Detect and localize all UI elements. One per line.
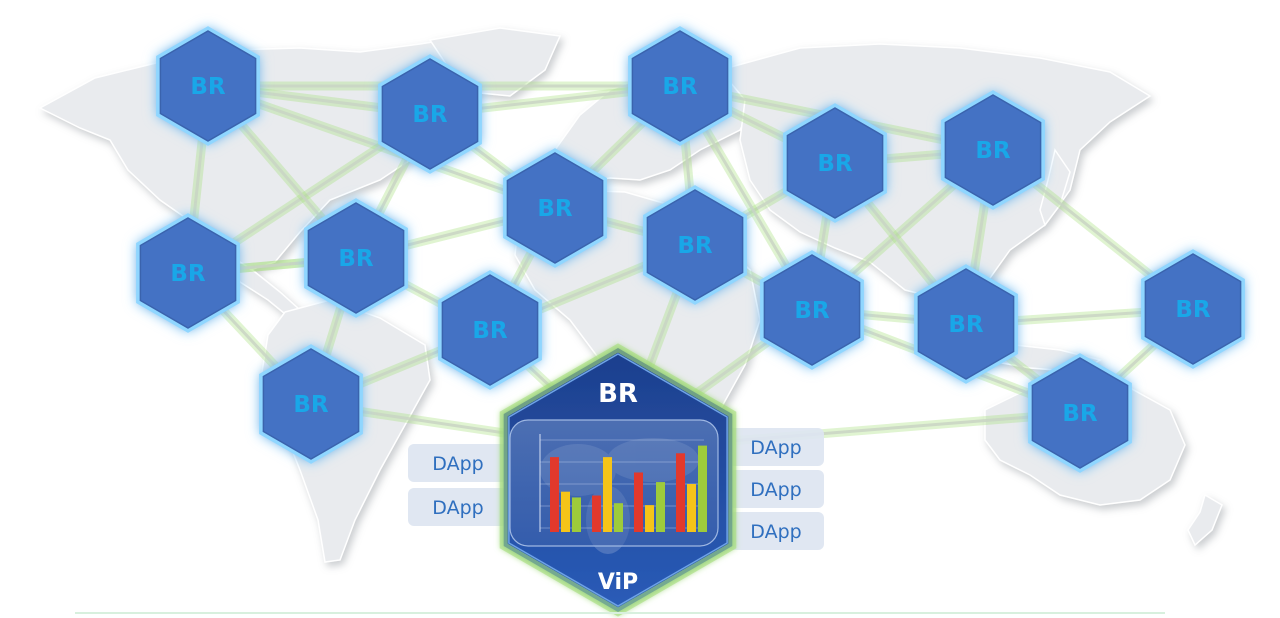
br-node-label: BR <box>412 102 448 128</box>
br-node-hexagon-face <box>1144 253 1242 365</box>
br-node-label: BR <box>817 151 853 177</box>
br-node-hexagon-face <box>1031 357 1129 469</box>
br-node: BR <box>1141 249 1245 369</box>
br-node-label: BR <box>190 74 226 100</box>
br-node: BR <box>643 185 747 305</box>
dapp-box: DApp <box>408 444 508 482</box>
br-node: BR <box>378 54 482 174</box>
br-node-label: BR <box>472 318 508 344</box>
br-node-label: BR <box>537 196 573 222</box>
vip-chart-bar <box>634 472 643 532</box>
br-nodes: BR BR BR BR BR BR BR BR BR BR BR BR BR BR BR <box>136 26 1245 473</box>
vip-chart-bar <box>698 445 707 532</box>
vip-chart-bar <box>645 505 654 532</box>
dapp-label: DApp <box>432 453 483 475</box>
br-node-hexagon-face <box>139 217 237 329</box>
br-node-label: BR <box>662 74 698 100</box>
br-node-label: BR <box>170 261 206 287</box>
br-node-hexagon-face <box>307 202 405 314</box>
br-node: BR <box>1028 353 1132 473</box>
br-node-hexagon-face <box>646 189 744 301</box>
dapp-label: DApp <box>750 437 801 459</box>
dapp-box-background <box>728 512 824 550</box>
vip-chart-bar <box>592 495 601 532</box>
br-node: BR <box>503 148 607 268</box>
br-node-label: BR <box>677 233 713 259</box>
br-node: BR <box>259 344 363 464</box>
vip-chart-bar <box>676 453 685 532</box>
vip-chart-bar <box>687 484 696 532</box>
br-node: BR <box>628 26 732 146</box>
br-node: BR <box>156 26 260 146</box>
dapp-box: DApp <box>408 488 508 526</box>
vip-chart-bar <box>561 491 570 532</box>
vip-chart-bar <box>656 482 665 532</box>
br-node-hexagon-face <box>262 348 360 460</box>
dapp-label: DApp <box>750 479 801 501</box>
br-node-label: BR <box>338 246 374 272</box>
vip-chart-bar <box>614 503 623 532</box>
br-node: BR <box>783 103 887 223</box>
dapp-box-background <box>408 444 508 482</box>
br-node-hexagon-face <box>381 58 479 170</box>
vip-subtitle: ViP <box>598 570 638 595</box>
vip-hexagon-inner-border <box>508 353 728 607</box>
japan-shape <box>1039 148 1071 227</box>
br-node-hexagon-face <box>786 107 884 219</box>
br-node: BR <box>941 90 1045 210</box>
br-node: BR <box>136 213 240 333</box>
dapp-box: DApp <box>728 512 824 550</box>
br-node-hexagon-face <box>441 274 539 386</box>
br-node-hexagon-face <box>159 30 257 142</box>
new-zealand-shape <box>1187 493 1223 547</box>
br-node-label: BR <box>948 312 984 338</box>
br-node-hexagon-face <box>944 94 1042 206</box>
vip-chart-bar <box>572 497 581 532</box>
dapp-label: DApp <box>750 521 801 543</box>
br-node: BR <box>438 270 542 390</box>
vip-chart-bar <box>603 457 612 532</box>
br-node-hexagon-face <box>631 30 729 142</box>
br-node-hexagon-face <box>763 254 861 366</box>
dapp-box-background <box>728 470 824 508</box>
br-node-label: BR <box>975 138 1011 164</box>
br-node-label: BR <box>794 298 830 324</box>
br-node-hexagon-face <box>917 268 1015 380</box>
dapp-label: DApp <box>432 497 483 519</box>
br-node: BR <box>304 198 408 318</box>
br-node: BR <box>760 250 864 370</box>
dapp-box: DApp <box>728 470 824 508</box>
vip-chart-bar <box>550 457 559 532</box>
dapp-box-background <box>408 488 508 526</box>
vip-hub: BR ViP <box>499 343 737 617</box>
dapp-box: DApp <box>728 428 824 466</box>
dapp-box-background <box>728 428 824 466</box>
br-node-hexagon-face <box>506 152 604 264</box>
br-node: BR <box>914 264 1018 384</box>
br-node-label: BR <box>293 392 329 418</box>
br-node-label: BR <box>1062 401 1098 427</box>
br-node-label: BR <box>1175 297 1211 323</box>
vip-title: BR <box>598 379 638 409</box>
